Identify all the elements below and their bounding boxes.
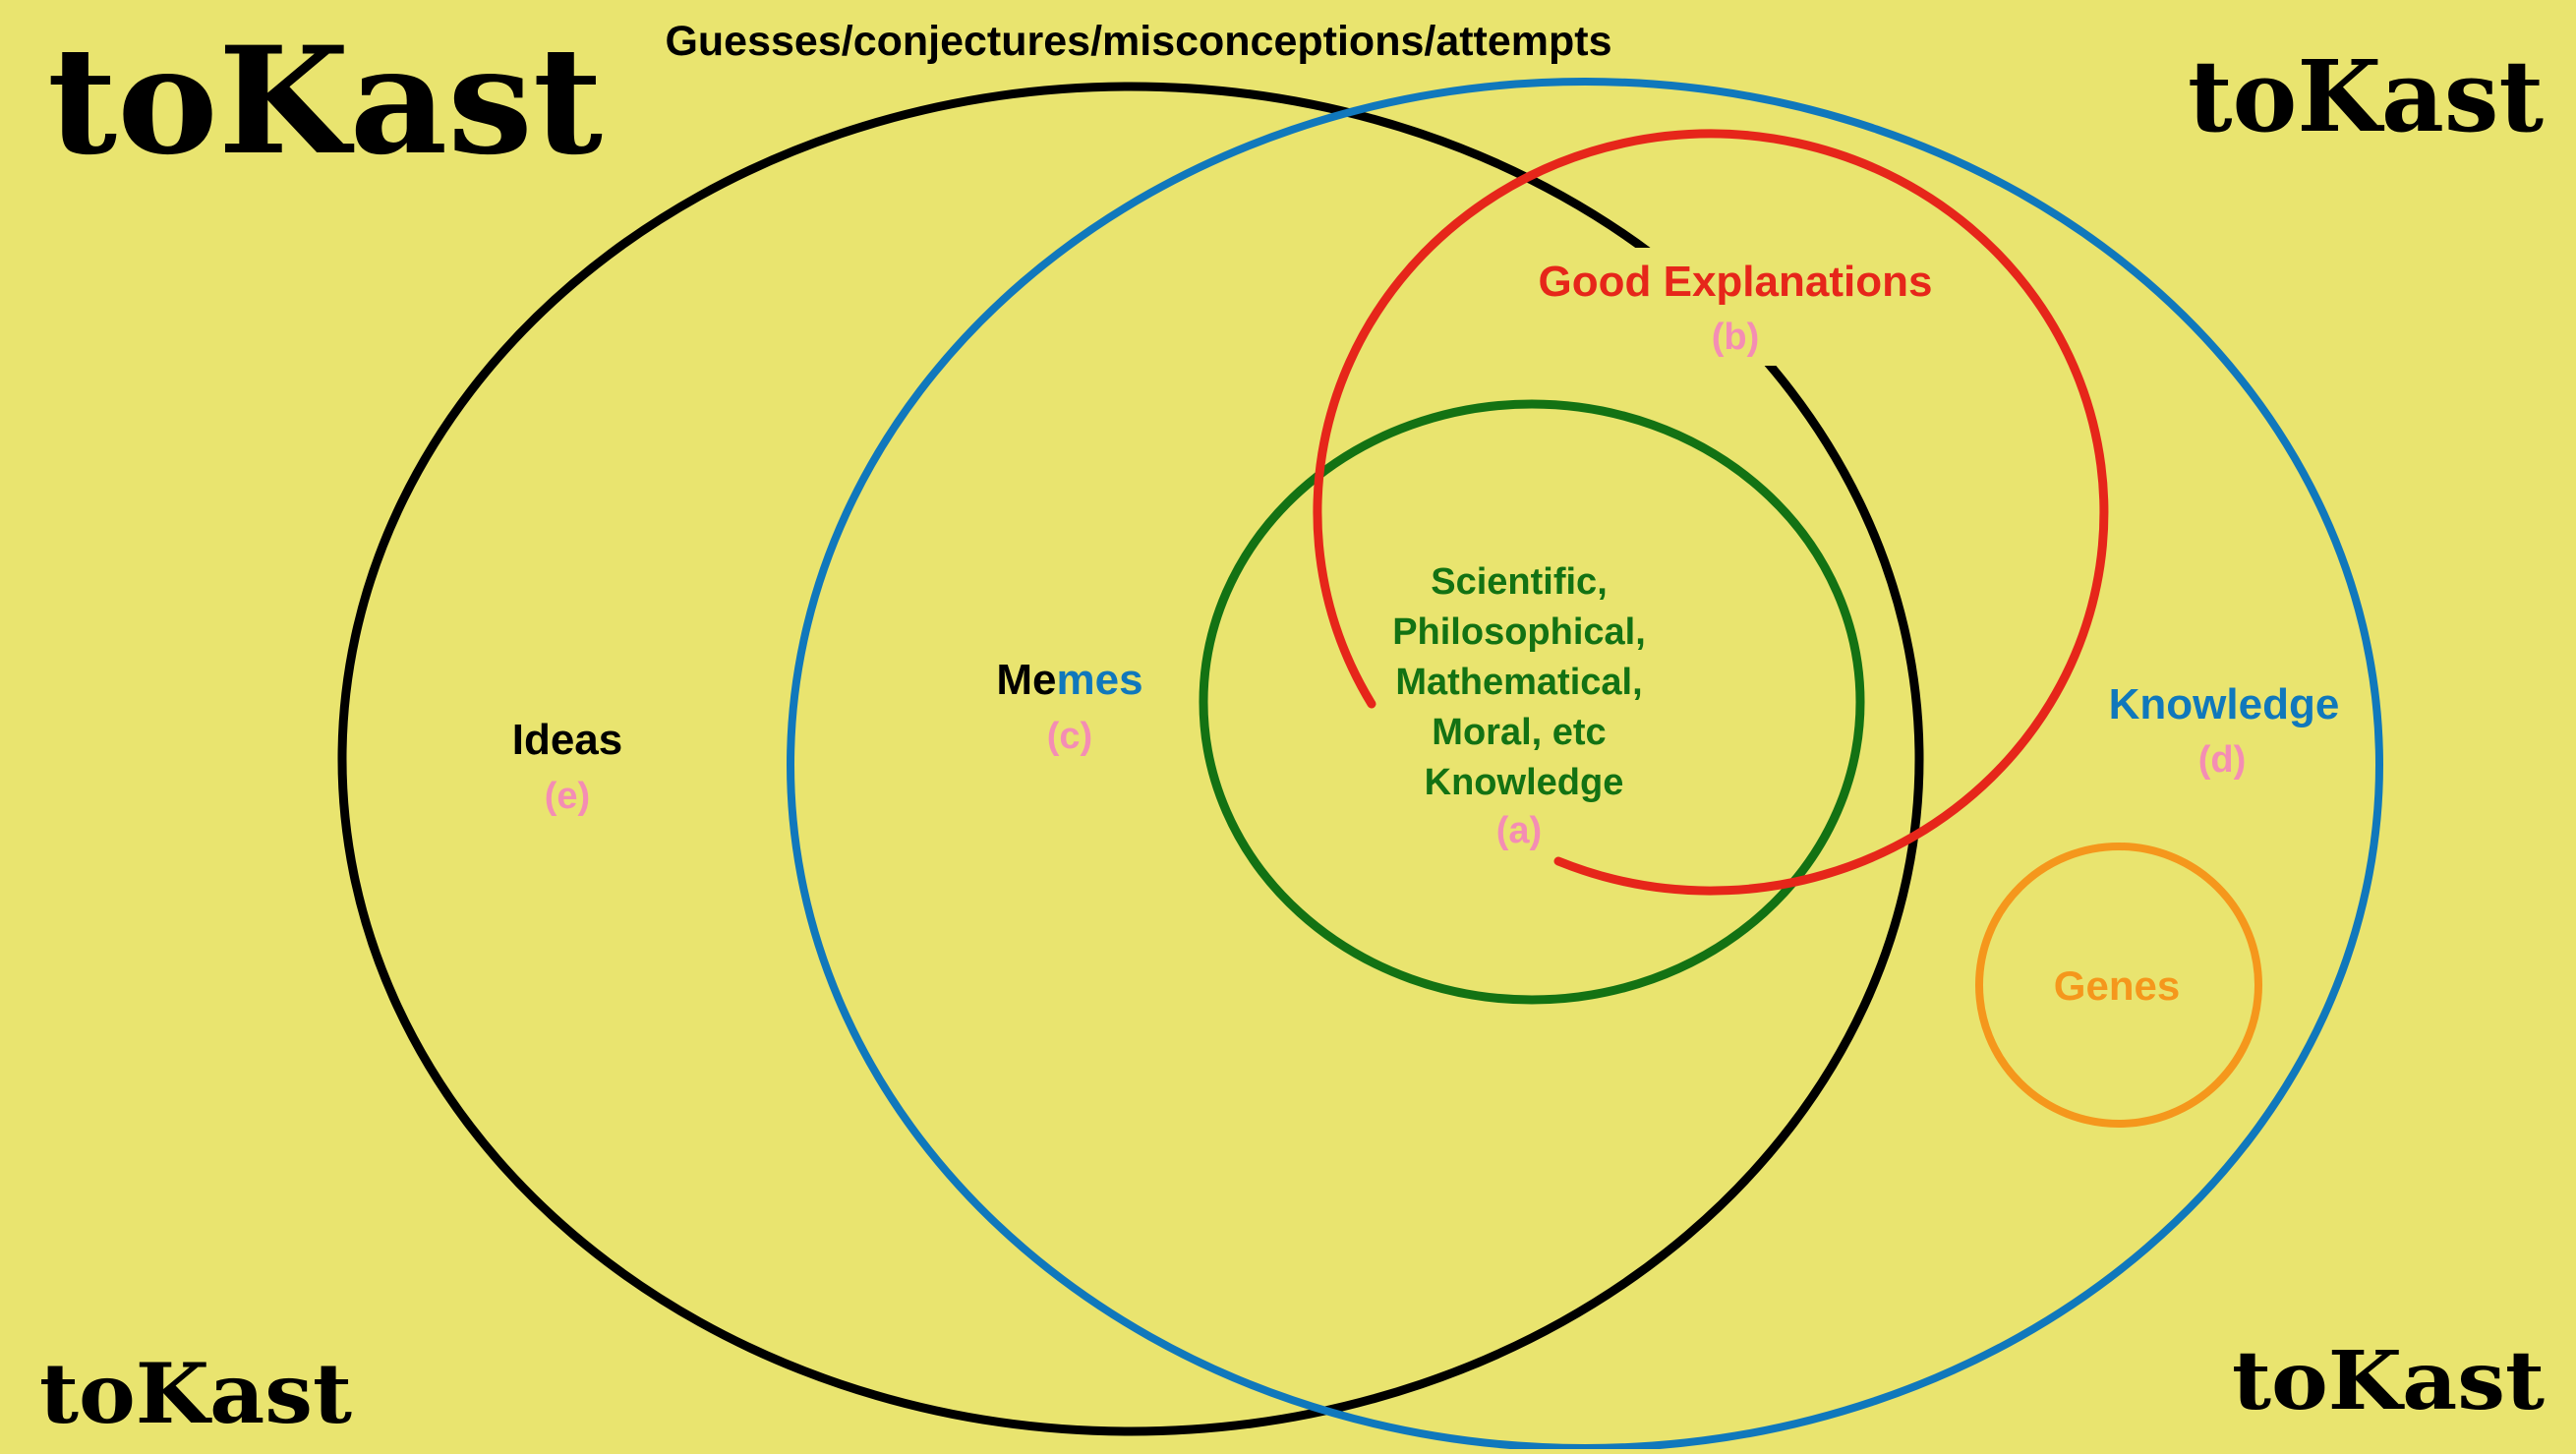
memes-letter: (c) bbox=[1047, 716, 1092, 757]
good-explanations-arc bbox=[1313, 129, 2109, 896]
core-knowledge-ellipse bbox=[1199, 399, 1865, 1005]
genes-circle bbox=[1975, 843, 2262, 1128]
genes-label: Genes bbox=[2054, 962, 2180, 1009]
good-explanations-label: Good Explanations bbox=[1539, 258, 1933, 306]
ideas-label: Ideas bbox=[512, 716, 623, 764]
core-line-2: Philosophical, bbox=[1392, 611, 1646, 653]
logo-bottom-right: toKast bbox=[2232, 1334, 2545, 1428]
good-explanations-letter: (b) bbox=[1712, 317, 1760, 358]
diagram-title: Guesses/conjectures/misconceptions/attem… bbox=[665, 18, 1611, 65]
core-line-5: Knowledge bbox=[1425, 762, 1624, 803]
logo-top-right: toKast bbox=[2188, 38, 2544, 154]
ideas-ellipse bbox=[337, 82, 1924, 1436]
knowledge-label: Knowledge bbox=[2109, 680, 2340, 728]
core-line-3: Mathematical, bbox=[1395, 662, 1642, 703]
core-line-4: Moral, etc bbox=[1432, 712, 1606, 753]
knowledge-ellipse bbox=[787, 78, 2383, 1452]
memes-label-blue: mes bbox=[1057, 656, 1143, 704]
logo-top-left: toKast bbox=[47, 15, 603, 188]
core-line-1: Scientific, bbox=[1431, 561, 1608, 603]
memes-label-black: Me bbox=[996, 656, 1056, 704]
ideas-letter: (e) bbox=[545, 776, 590, 817]
memes-label: Memes bbox=[996, 656, 1142, 704]
label-backdrop bbox=[1524, 248, 1937, 366]
logo-bottom-left: toKast bbox=[39, 1345, 352, 1442]
core-letter: (a) bbox=[1496, 810, 1542, 851]
knowledge-letter: (d) bbox=[2198, 739, 2247, 781]
